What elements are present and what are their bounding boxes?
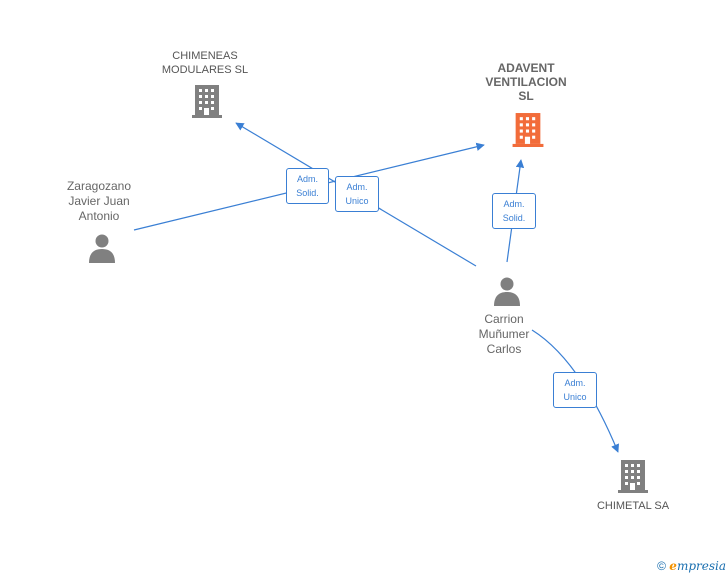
empresia-logo-text: mpresia [676,559,726,573]
edge-label-line1: Adm. [564,378,586,388]
edge-label-line1: Adm. [296,174,318,184]
edge-label-line1: Adm. [346,182,368,192]
person-carrion-name[interactable]: Carrion Muñumer Carlos [478,312,530,356]
company-chimetal-name[interactable]: CHIMETAL SA [596,500,670,512]
empresia-logo-initial: e [669,559,677,573]
edge-label-line2: Unico [563,392,587,402]
building-icon[interactable] [192,84,222,118]
company-adavent-name[interactable]: ADAVENT VENTILACION SL [485,61,567,103]
person-icon[interactable] [87,233,117,263]
building-icon[interactable] [512,112,544,147]
empresia-logo: empresia [669,559,726,573]
empresia-footer[interactable]: © empresia [657,559,726,573]
edge-label-line2: Unico [345,196,369,206]
edge-label-line1: Adm. [503,199,525,209]
edge-label-adm-solid[interactable]: Adm. Solid. [286,168,329,204]
edge-label-adm-unico[interactable]: Adm. Unico [335,176,379,212]
edge-label-adm-solid[interactable]: Adm. Solid. [492,193,536,229]
edge-label-line2: Solid. [296,188,319,198]
person-zaragozano-name[interactable]: Zaragozano Javier Juan Antonio [66,179,132,223]
edge-label-adm-unico[interactable]: Adm. Unico [553,372,597,408]
person-icon[interactable] [492,276,522,306]
company-chimeneas-name[interactable]: CHIMENEAS MODULARES SL [161,50,249,76]
copyright-icon: © [657,559,666,573]
edge-label-line2: Solid. [502,213,526,223]
building-icon[interactable] [618,459,648,493]
